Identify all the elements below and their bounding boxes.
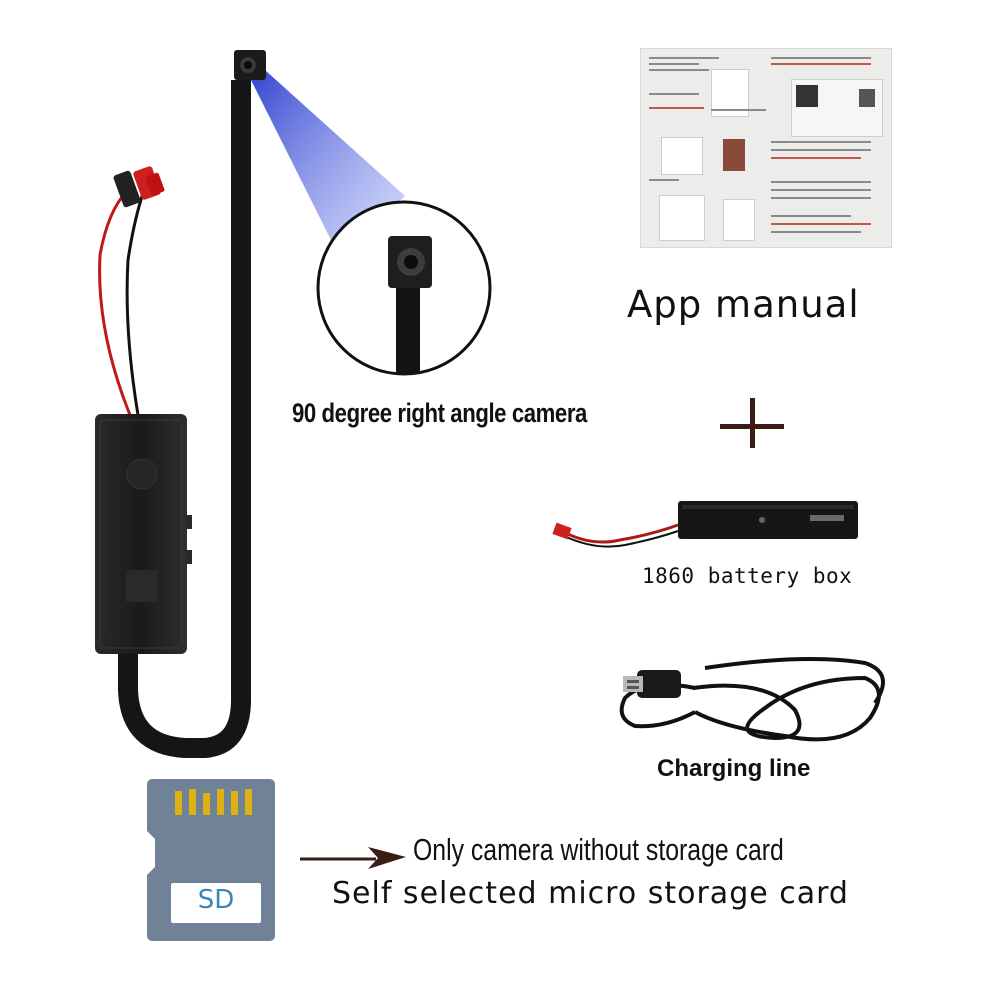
battery-box-label: 1860 battery box bbox=[642, 564, 853, 588]
sd-card-icon: SD bbox=[147, 779, 275, 941]
sd-card-text: SD bbox=[197, 885, 235, 915]
arrow-icon bbox=[300, 847, 406, 869]
charging-line-label: Charging line bbox=[657, 755, 811, 782]
app-manual-label: App manual bbox=[627, 283, 860, 326]
camera-module bbox=[234, 50, 266, 80]
power-wires bbox=[98, 166, 165, 416]
camera-label: 90 degree right angle camera bbox=[292, 398, 587, 428]
battery-box bbox=[552, 501, 858, 548]
camera-zoom-circle bbox=[316, 200, 492, 376]
control-board bbox=[95, 414, 192, 654]
storage-note-line2: Self selected micro storage card bbox=[332, 876, 849, 911]
usb-cable bbox=[619, 657, 885, 742]
app-manual-image bbox=[640, 48, 892, 248]
storage-note-line1: Only camera without storage card bbox=[413, 832, 784, 867]
camera-beam bbox=[250, 62, 405, 258]
ribbon-cable bbox=[118, 80, 251, 758]
plus-icon bbox=[720, 398, 784, 448]
